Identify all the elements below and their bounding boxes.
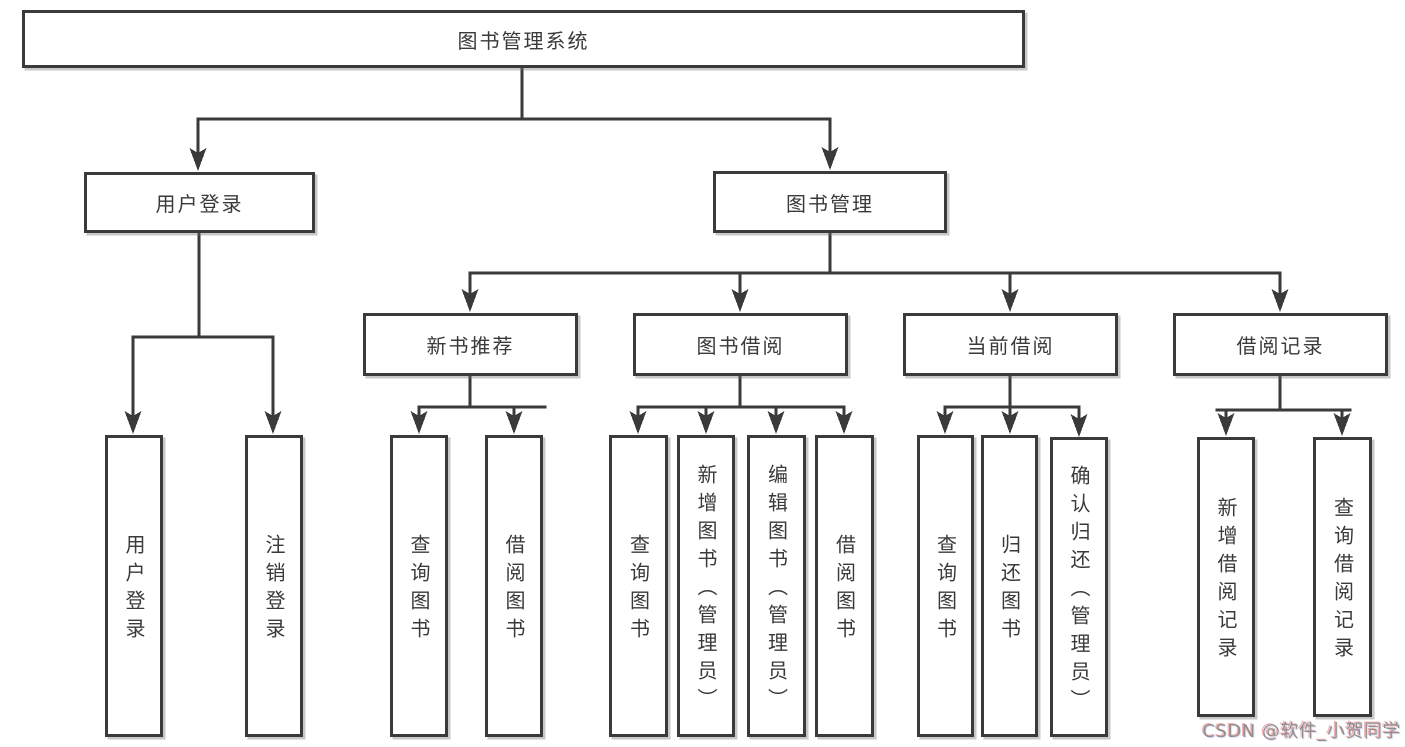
node-root: 图书管理系统 bbox=[22, 10, 1025, 68]
node-r1: 新增借阅记录 bbox=[1197, 437, 1255, 717]
node-label: 新增借阅记录 bbox=[1214, 497, 1238, 665]
node-r2: 查询借阅记录 bbox=[1313, 437, 1372, 717]
node-label: 当前借阅 bbox=[966, 334, 1055, 358]
node-label: 注销登录 bbox=[262, 534, 286, 646]
node-n1: 查询图书 bbox=[390, 435, 448, 737]
node-label: 查询图书 bbox=[626, 534, 651, 646]
node-label: 用户登录 bbox=[155, 192, 244, 216]
node-c3: 确认归还（管理员） bbox=[1050, 437, 1108, 737]
node-label: 借阅图书 bbox=[502, 534, 526, 646]
node-label: 新增图书（管理员） bbox=[694, 464, 718, 716]
watermark: CSDN @软件_小贺同学 bbox=[1202, 721, 1401, 742]
node-label: 图书管理 bbox=[786, 191, 874, 216]
node-new-rec: 新书推荐 bbox=[363, 313, 578, 376]
node-label: 新书推荐 bbox=[426, 334, 515, 358]
node-label: 图书借阅 bbox=[696, 334, 785, 358]
node-borrow-log: 借阅记录 bbox=[1173, 313, 1388, 376]
node-u2: 注销登录 bbox=[245, 435, 303, 737]
node-cur-borrow: 当前借阅 bbox=[903, 313, 1118, 376]
node-book-borrow: 图书借阅 bbox=[633, 313, 848, 376]
node-label: 查询图书 bbox=[407, 534, 431, 646]
node-c1: 查询图书 bbox=[917, 435, 974, 737]
node-label: 借阅图书 bbox=[832, 534, 857, 646]
node-label: 确认归还（管理员） bbox=[1067, 465, 1091, 717]
node-book-mgmt: 图书管理 bbox=[713, 171, 947, 233]
node-b3: 编辑图书（管理员） bbox=[747, 435, 806, 737]
node-b1: 查询图书 bbox=[609, 435, 668, 737]
node-u1: 用户登录 bbox=[105, 435, 163, 737]
node-label: 借阅记录 bbox=[1236, 334, 1325, 358]
node-label: 用户登录 bbox=[122, 534, 146, 646]
node-label: 查询图书 bbox=[933, 534, 958, 646]
node-b2: 新增图书（管理员） bbox=[677, 435, 735, 737]
node-b4: 借阅图书 bbox=[815, 435, 874, 737]
node-label: 图书管理系统 bbox=[457, 28, 590, 53]
node-c2: 归还图书 bbox=[981, 435, 1038, 737]
node-label: 编辑图书（管理员） bbox=[764, 464, 789, 716]
node-label: 归还图书 bbox=[997, 534, 1022, 646]
node-label: 查询借阅记录 bbox=[1330, 497, 1355, 665]
node-user-login: 用户登录 bbox=[84, 172, 315, 233]
node-n2: 借阅图书 bbox=[485, 435, 543, 737]
